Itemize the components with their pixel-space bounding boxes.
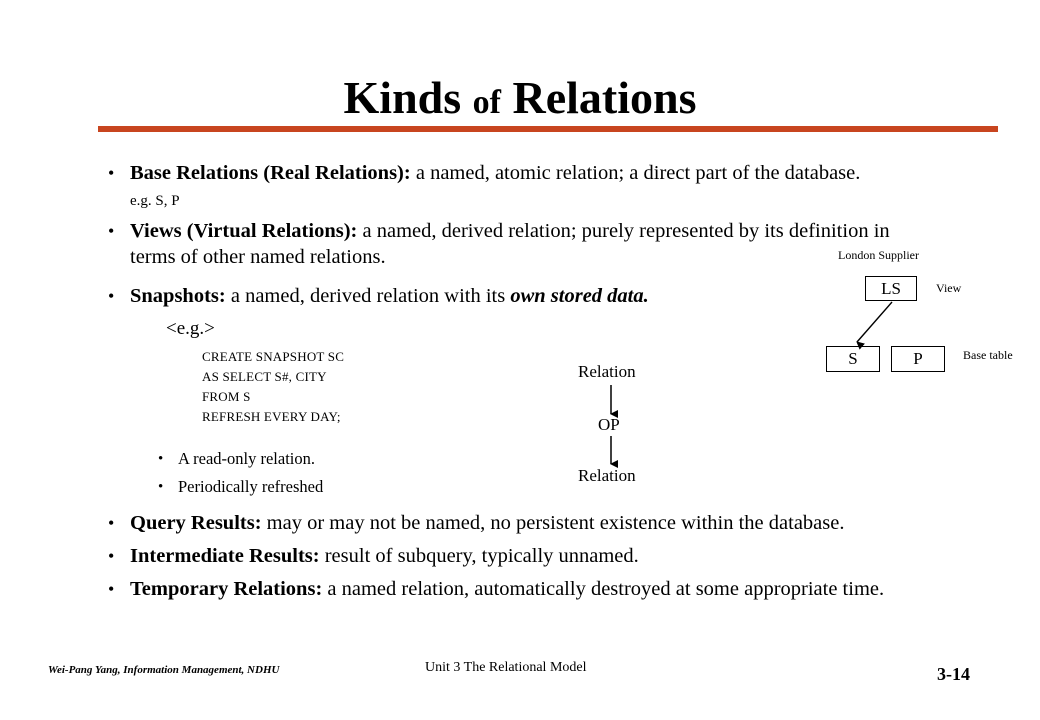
bullet-text: a named, derived relation; purely repres…	[130, 220, 890, 268]
footer-page-number: 3-14	[937, 664, 970, 684]
bullet-text: a named, atomic relation; a direct part …	[410, 162, 861, 184]
view-box-ls: LS	[865, 276, 917, 301]
bullet-dot-icon: •	[158, 479, 164, 495]
sub-bullet-readonly: • A read-only relation.	[158, 448, 315, 470]
title-part-3: Relations	[500, 72, 697, 123]
op-diagram-bottom-relation: Relation	[578, 466, 636, 485]
bullet-dot-icon: •	[108, 513, 115, 533]
footer-author: Wei-Pang Yang, Information Management, N…	[48, 664, 280, 676]
sub-bullet-refreshed: • Periodically refreshed	[158, 476, 324, 498]
bullet-snapshots: • Snapshots: a named, derived relation w…	[108, 283, 830, 309]
bullet-text: a named, derived relation with its	[225, 285, 511, 307]
bullet-dot-icon: •	[108, 221, 115, 241]
bullet-dot-icon: •	[158, 451, 164, 467]
bullet-term: Intermediate Results:	[130, 545, 320, 567]
bullet-base-relations: • Base Relations (Real Relations): a nam…	[108, 160, 1010, 214]
view-diagram-caption: London Supplier	[838, 248, 919, 262]
page-title: Kinds of Relations	[0, 70, 1040, 131]
title-part-1: Kinds	[343, 72, 473, 123]
bullet-text: may or may not be named, no persistent e…	[261, 512, 845, 534]
base-box-p: P	[891, 346, 945, 372]
op-diagram-op: OP	[598, 415, 620, 434]
bullet-views: • Views (Virtual Relations): a named, de…	[108, 218, 920, 270]
bullet-query-results: • Query Results: may or may not be named…	[108, 510, 1010, 536]
base-box-s: S	[826, 346, 880, 372]
bullet-dot-icon: •	[108, 579, 115, 599]
example-tag: <e.g.>	[166, 318, 215, 339]
view-diagram-arrow	[856, 301, 893, 350]
op-diagram-top-relation: Relation	[578, 362, 636, 381]
code-line: FROM S	[202, 389, 251, 404]
arrow-diagonal-icon	[856, 301, 893, 350]
bullet-dot-icon: •	[108, 546, 115, 566]
bullet-term: Views (Virtual Relations):	[130, 220, 358, 242]
code-block: CREATE SNAPSHOT SC AS SELECT S#, CITY FR…	[202, 347, 344, 427]
footer-unit: Unit 3 The Relational Model	[425, 660, 587, 675]
view-label: View	[936, 281, 962, 295]
bullet-term: Base Relations (Real Relations):	[130, 162, 411, 184]
title-rule	[98, 126, 998, 132]
bullet-emphasis: own stored data.	[510, 285, 649, 307]
bullet-intermediate-results: • Intermediate Results: result of subque…	[108, 543, 1010, 569]
bullet-note: e.g. S, P	[130, 193, 180, 209]
bullet-text: result of subquery, typically unnamed.	[319, 545, 639, 567]
title-part-2: of	[472, 84, 501, 121]
code-line: REFRESH EVERY DAY;	[202, 409, 341, 424]
bullet-text: a named relation, automatically destroye…	[322, 578, 885, 600]
op-diagram-arrows	[610, 385, 618, 468]
bullet-dot-icon: •	[108, 286, 115, 306]
code-line: CREATE SNAPSHOT SC	[202, 349, 345, 364]
sub-bullet-text: A read-only relation.	[178, 449, 315, 468]
sub-bullet-text: Periodically refreshed	[178, 477, 324, 496]
bullet-term: Query Results:	[130, 512, 262, 534]
bullet-term: Temporary Relations:	[130, 578, 323, 600]
bullet-term: Snapshots:	[130, 285, 226, 307]
code-line: AS SELECT S#, CITY	[202, 369, 327, 384]
base-table-label: Base table	[963, 348, 1013, 362]
bullet-temporary-relations: • Temporary Relations: a named relation,…	[108, 576, 980, 602]
bullet-dot-icon: •	[108, 163, 115, 183]
